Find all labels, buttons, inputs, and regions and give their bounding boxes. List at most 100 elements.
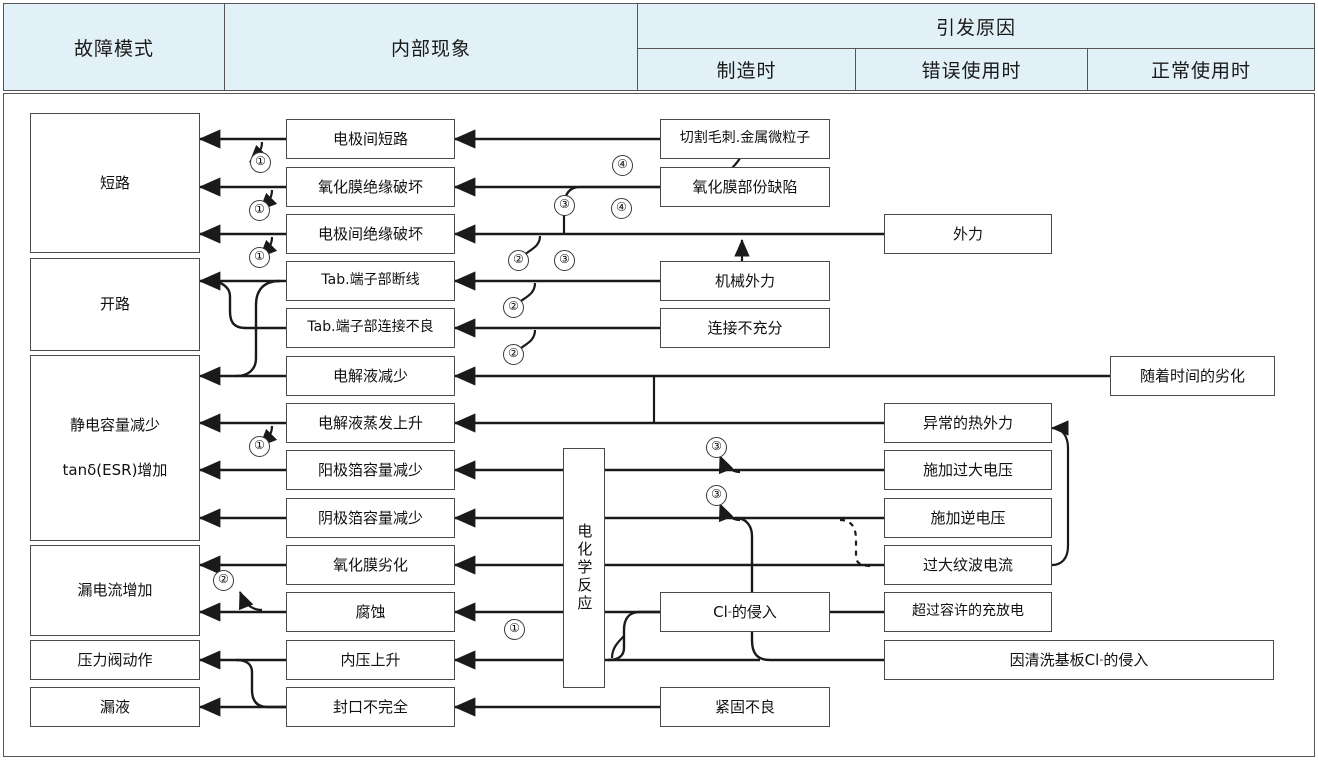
header-cell-misuse: 错误使用时 <box>855 48 1088 91</box>
failure-mode-label: 开路 <box>99 295 130 314</box>
header-label-misuse: 错误使用时 <box>921 60 1022 82</box>
cause-external-force[interactable]: 外力 <box>884 214 1052 254</box>
phenomenon-label: Tab.端子部断线 <box>321 272 420 289</box>
failure-mode-label: 漏液 <box>99 697 130 716</box>
cause-label: 随着时间的劣化 <box>1139 366 1245 385</box>
header-cell-internal-phenomena: 内部现象 <box>224 3 638 91</box>
marker-label: ① <box>254 202 265 216</box>
phenomenon-label: 电极间绝缘破坏 <box>317 224 423 243</box>
cause-label: 氧化膜部份缺陷 <box>692 177 798 196</box>
marker-label: ② <box>218 572 229 586</box>
failure-mode-short-circuit[interactable]: 短路 <box>30 113 200 253</box>
phenomenon-label: 内压上升 <box>340 650 401 669</box>
phenomenon-interelectrode-insulation-breakdown[interactable]: 电极间绝缘破坏 <box>286 214 455 254</box>
cause-oxide-film-partial-defect[interactable]: 氧化膜部份缺陷 <box>660 167 830 207</box>
header-label-normal-use: 正常使用时 <box>1150 60 1251 82</box>
header-cell-failure-mode: 故障模式 <box>3 3 225 91</box>
marker-1-d: ① <box>249 436 270 457</box>
cause-label-superscript: - <box>1099 653 1104 667</box>
phenomenon-label: 电极间短路 <box>332 129 408 148</box>
cause-label: 施加过大电压 <box>922 460 1013 479</box>
marker-label: ③ <box>559 197 570 211</box>
marker-label: ④ <box>616 200 627 214</box>
marker-label: ② <box>513 252 524 266</box>
phenomenon-electrolyte-decrease[interactable]: 电解液减少 <box>286 356 455 396</box>
cause-excessive-ripple-current[interactable]: 过大纹波电流 <box>884 545 1052 585</box>
failure-mode-open-circuit[interactable]: 开路 <box>30 258 200 351</box>
marker-3-c: ③ <box>706 437 727 458</box>
cause-label-pre: 因清洗基板Cl <box>1009 650 1100 669</box>
phenomenon-label: 氧化膜绝缘破坏 <box>317 177 423 196</box>
cause-insufficient-connection[interactable]: 连接不充分 <box>660 308 830 348</box>
cause-label: 紧固不良 <box>714 697 775 716</box>
marker-2-a: ② <box>508 250 529 271</box>
marker-label: ③ <box>711 487 722 501</box>
phenomenon-tab-terminal-break[interactable]: Tab.端子部断线 <box>286 261 455 301</box>
phenomenon-electrode-short[interactable]: 电极间短路 <box>286 119 455 159</box>
phenomenon-electrolyte-evaporation[interactable]: 电解液蒸发上升 <box>286 403 455 443</box>
phenomenon-label: 阴极箔容量减少 <box>317 508 423 527</box>
header-label-failure-mode: 故障模式 <box>73 37 154 60</box>
failure-mode-leakage-current[interactable]: 漏电流增加 <box>30 545 200 636</box>
failure-mode-label: 漏电流增加 <box>77 581 153 600</box>
failure-mode-label: 短路 <box>99 173 130 192</box>
marker-label: ① <box>255 154 266 168</box>
phenomenon-internal-pressure-rise[interactable]: 内压上升 <box>286 640 455 680</box>
phenomenon-oxide-insulation-breakdown[interactable]: 氧化膜绝缘破坏 <box>286 167 455 207</box>
marker-2-d: ② <box>213 570 234 591</box>
phenomenon-cathode-foil-capacitance-decrease[interactable]: 阴极箔容量减少 <box>286 498 455 538</box>
cause-aging-over-time[interactable]: 随着时间的劣化 <box>1110 356 1275 396</box>
marker-label: ① <box>509 621 520 635</box>
phenomenon-label: 阳极箔容量减少 <box>317 460 423 479</box>
cause-label: 异常的热外力 <box>922 413 1013 432</box>
phenomenon-tab-terminal-poor-connection[interactable]: Tab.端子部连接不良 <box>286 308 455 348</box>
phenomenon-anode-foil-capacitance-decrease[interactable]: 阳极箔容量减少 <box>286 450 455 490</box>
marker-label: ② <box>508 299 519 313</box>
intermediate-label: 电化学反应 <box>575 523 594 613</box>
phenomenon-incomplete-seal[interactable]: 封口不完全 <box>286 687 455 727</box>
marker-label: ① <box>254 438 265 452</box>
marker-1-b: ① <box>249 200 270 221</box>
intermediate-label-post: 的侵入 <box>731 602 777 621</box>
failure-mode-capacitance-decrease[interactable]: 静电容量减少 tanδ(ESR)增加 <box>30 355 200 541</box>
marker-4-b: ④ <box>611 198 632 219</box>
cause-abnormal-thermal-stress[interactable]: 异常的热外力 <box>884 403 1052 443</box>
marker-3-a: ③ <box>554 250 575 271</box>
marker-2-c: ② <box>503 344 524 365</box>
header-label-causes: 引发原因 <box>935 16 1016 39</box>
cause-label: 过大纹波电流 <box>922 555 1013 574</box>
phenomenon-oxide-film-degradation[interactable]: 氧化膜劣化 <box>286 545 455 585</box>
phenomenon-label: 氧化膜劣化 <box>332 555 408 574</box>
cause-poor-fastening[interactable]: 紧固不良 <box>660 687 830 727</box>
header-cell-normal-use: 正常使用时 <box>1087 48 1315 91</box>
marker-label: ③ <box>559 252 570 266</box>
header-label-manufacturing: 制造时 <box>716 60 777 82</box>
cause-exceeding-charge-discharge[interactable]: 超过容许的充放电 <box>884 592 1052 632</box>
cause-reverse-voltage[interactable]: 施加逆电压 <box>884 498 1052 538</box>
phenomenon-corrosion[interactable]: 腐蚀 <box>286 592 455 632</box>
cause-label: 外力 <box>952 224 983 243</box>
phenomenon-label: 腐蚀 <box>355 602 386 621</box>
cause-substrate-cleaning-chloride-intrusion[interactable]: 因清洗基板Cl-的侵入 <box>884 640 1274 680</box>
marker-3-b: ③ <box>554 195 575 216</box>
marker-1-c: ① <box>249 247 270 268</box>
intermediate-electrochemical-reaction[interactable]: 电化学反应 <box>563 448 605 688</box>
cause-mechanical-external-force[interactable]: 机械外力 <box>660 261 830 301</box>
marker-4-a: ④ <box>612 155 633 176</box>
marker-label: ① <box>254 249 265 263</box>
intermediate-label-pre: Cl <box>713 602 728 621</box>
cause-cutting-burr-metal-particles[interactable]: 切割毛刺.金属微粒子 <box>660 119 830 159</box>
cause-label-post: 的侵入 <box>1103 650 1149 669</box>
header-cell-manufacturing: 制造时 <box>637 48 856 91</box>
phenomenon-label: Tab.端子部连接不良 <box>307 319 434 336</box>
failure-mode-label-line1: 静电容量减少 <box>69 416 160 435</box>
failure-mode-liquid-leak[interactable]: 漏液 <box>30 687 200 727</box>
phenomenon-label: 封口不完全 <box>332 697 408 716</box>
cause-label: 连接不充分 <box>707 318 783 337</box>
failure-mode-pressure-valve[interactable]: 压力阀动作 <box>30 640 200 680</box>
phenomenon-label: 电解液减少 <box>332 366 408 385</box>
intermediate-chloride-ion-intrusion[interactable]: Cl-的侵入 <box>660 592 830 632</box>
marker-label: ② <box>508 346 519 360</box>
cause-excessive-voltage[interactable]: 施加过大电压 <box>884 450 1052 490</box>
